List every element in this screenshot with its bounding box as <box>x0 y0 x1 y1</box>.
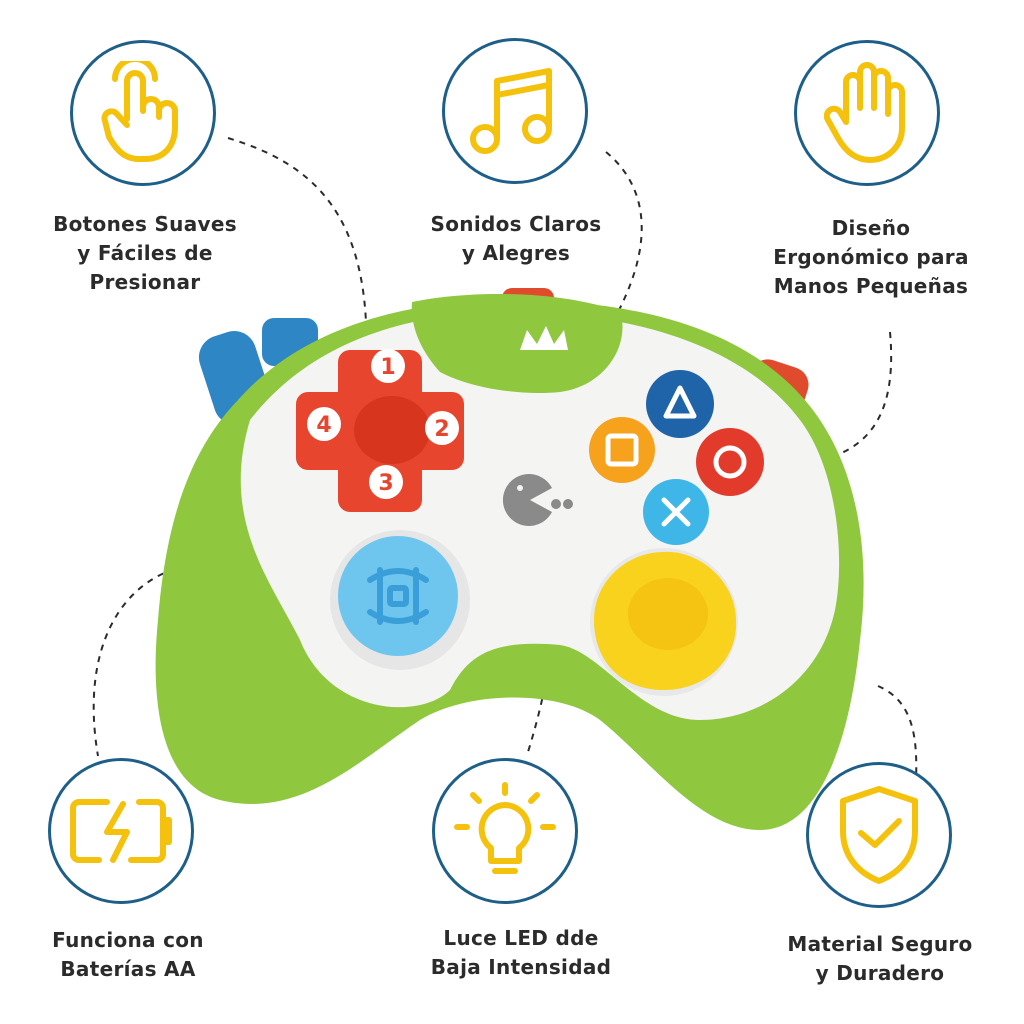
dpad-key-1 <box>371 349 405 383</box>
feature-label-led: Luce LED dde Baja Intensidad <box>408 924 634 982</box>
square-symbol-icon <box>605 433 639 467</box>
feature-circle-soft-buttons <box>70 40 216 186</box>
feature-label-ergonomic: Diseño Ergonómico para Manos Pequeñas <box>752 214 990 301</box>
feature-circle-batteries <box>48 758 194 904</box>
label-line: y Fáciles de <box>77 241 213 265</box>
music-note-icon <box>470 68 552 154</box>
pacman-icon <box>502 474 552 526</box>
feature-circle-ergonomic <box>794 40 940 186</box>
label-line: y Alegres <box>461 241 571 265</box>
shield-check-icon <box>840 786 918 884</box>
label-line: Funciona con <box>52 928 204 952</box>
label-line: Material Seguro <box>787 932 973 956</box>
dpad-key-2 <box>425 411 459 445</box>
feature-label-sounds: Sonidos Claros y Alegres <box>406 210 626 268</box>
label-line: Botones Suaves <box>53 212 237 236</box>
label-line: Sonidos Claros <box>430 212 602 236</box>
crown-panel <box>411 293 623 394</box>
label-line: Baterías AA <box>60 957 196 981</box>
triangle-symbol-icon <box>663 385 697 419</box>
dpad-number-4: 4 <box>316 413 331 438</box>
label-line: Luce LED dde <box>443 926 599 950</box>
triangle-button <box>646 370 714 438</box>
label-line: Ergonómico para <box>773 245 969 269</box>
feature-circle-led <box>432 758 578 904</box>
open-hand-icon <box>824 62 905 163</box>
label-line: Diseño <box>831 216 911 240</box>
lightbulb-icon <box>454 782 556 874</box>
square-button <box>589 417 655 483</box>
game-controller: 1 2 3 4 <box>155 288 864 830</box>
feature-label-material: Material Seguro y Duradero <box>768 930 992 988</box>
connector-led <box>527 519 555 753</box>
dpad-number-3: 3 <box>378 471 393 496</box>
feature-circle-material <box>806 762 952 908</box>
tap-hand-icon <box>101 61 178 162</box>
label-line: Presionar <box>89 270 201 294</box>
crown-icon <box>520 326 568 350</box>
label-line: Baja Intensidad <box>430 955 612 979</box>
label-line: y Duradero <box>815 961 945 985</box>
feature-circle-sounds <box>442 38 588 184</box>
lightning-bolt-icon <box>104 801 130 863</box>
feature-label-soft-buttons: Botones Suaves y Fáciles de Presionar <box>30 210 260 297</box>
dpad-number-1: 1 <box>380 355 395 380</box>
circle-symbol-icon <box>713 445 747 479</box>
connector-sounds <box>605 151 643 313</box>
connector-batteries <box>92 565 187 757</box>
cross-button <box>643 479 709 545</box>
label-line: Manos Pequeñas <box>773 274 969 298</box>
battery-icon <box>70 799 172 863</box>
circle-button <box>696 428 764 496</box>
connector-soft-buttons <box>227 137 367 323</box>
dpad-key-3 <box>369 465 403 499</box>
cross-symbol-icon <box>661 497 691 527</box>
speaker-button <box>338 536 458 656</box>
dpad-center <box>354 396 430 464</box>
dpad-key-4 <box>307 407 341 441</box>
feature-label-batteries: Funciona con Baterías AA <box>16 926 240 984</box>
dpad-number-2: 2 <box>434 417 449 442</box>
